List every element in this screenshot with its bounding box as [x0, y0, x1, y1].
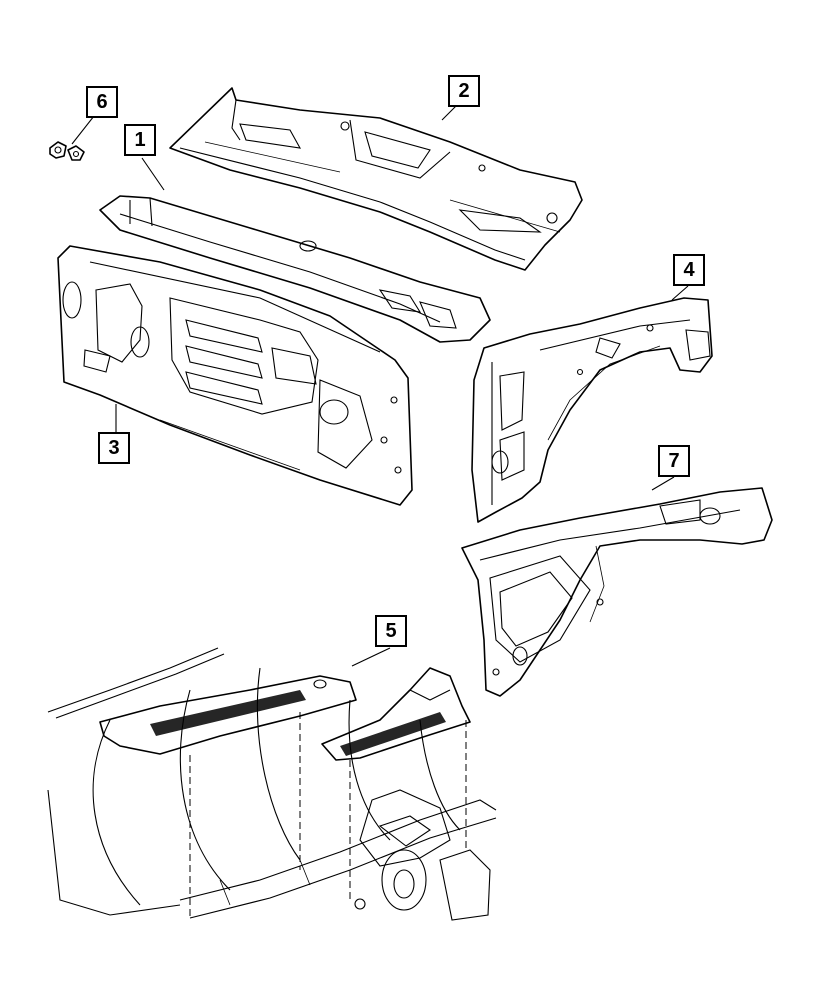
part-5-cowl-grille-assembly [47, 647, 497, 921]
leader-lines [71, 105, 689, 667]
part-1-cowl-reinforcement [99, 195, 491, 343]
leader-6 [71, 115, 95, 145]
callout-3: 3 [98, 432, 130, 464]
part-4-cowl-side-left [471, 297, 713, 523]
callout-5: 5 [375, 615, 407, 647]
leader-4 [671, 285, 689, 301]
callout-7: 7 [658, 445, 690, 477]
part-2-cowl-top-panel [169, 87, 583, 271]
leader-7 [651, 476, 675, 491]
leader-5 [351, 647, 391, 667]
callout-1: 1 [124, 124, 156, 156]
callout-4: 4 [673, 254, 705, 286]
part-7-cowl-side-right [461, 487, 773, 697]
callout-2: 2 [448, 75, 480, 107]
part-6-clip [49, 141, 85, 161]
leader-1 [141, 157, 165, 191]
part-3-dash-panel [57, 245, 413, 506]
leader-2 [441, 105, 457, 121]
callout-6: 6 [86, 86, 118, 118]
